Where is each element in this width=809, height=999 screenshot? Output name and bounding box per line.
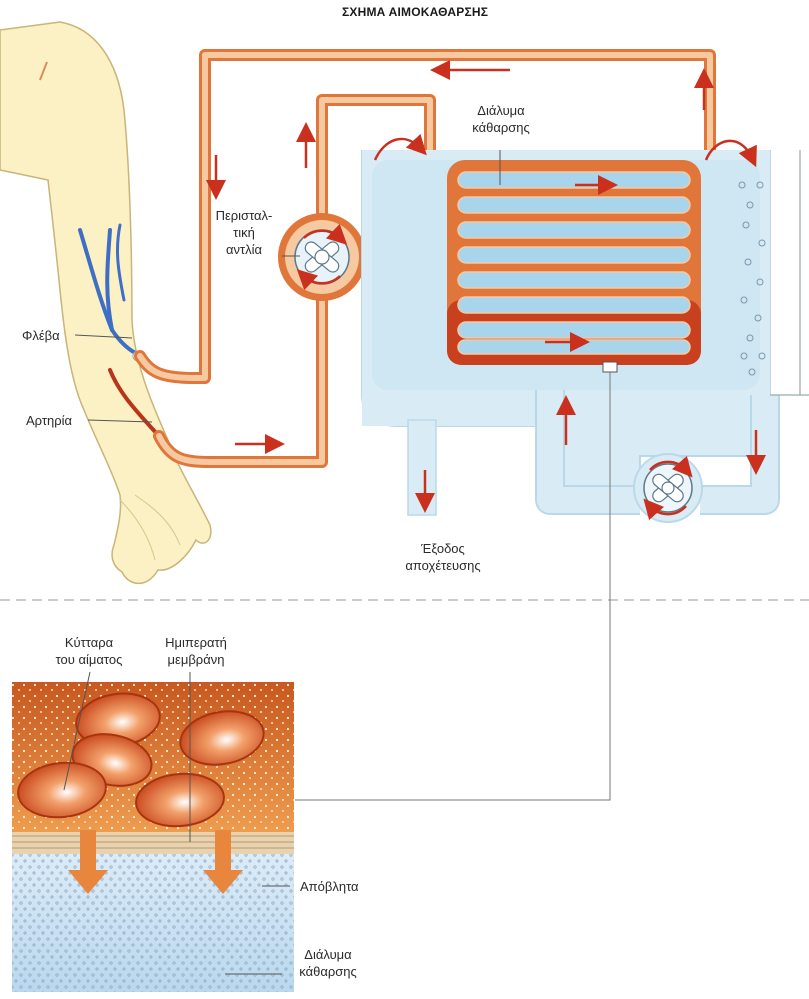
dialysate-label-bottom-line2: κάθαρσης bbox=[286, 963, 370, 980]
drain-label-line1: Έξοδος bbox=[388, 540, 498, 557]
dialysate-label-top-line2: κάθαρσης bbox=[456, 119, 546, 136]
membrane-label: Ημιπερατή μεμβράνη bbox=[148, 634, 244, 668]
drain-label-line2: αποχέτευσης bbox=[388, 557, 498, 574]
membrane-label-line2: μεμβράνη bbox=[148, 651, 244, 668]
pump-label-line2: τική bbox=[208, 224, 280, 241]
blood-cells-label: Κύτταρα του αίματος bbox=[34, 634, 144, 668]
blood-cells-label-line1: Κύτταρα bbox=[34, 634, 144, 651]
membrane-label-line1: Ημιπερατή bbox=[148, 634, 244, 651]
dialysate-label-bottom-line1: Διάλυμα bbox=[286, 946, 370, 963]
pump-label: Περισταλ- τική αντλία bbox=[208, 207, 280, 258]
artery-label: Αρτηρία bbox=[26, 412, 72, 429]
vein-label: Φλέβα bbox=[22, 327, 60, 344]
dialysate-label-bottom: Διάλυμα κάθαρσης bbox=[286, 946, 370, 980]
waste-label: Απόβλητα bbox=[300, 878, 359, 895]
dialysate-label-top-line1: Διάλυμα bbox=[456, 102, 546, 119]
arm-shape bbox=[0, 22, 211, 583]
diagram-title: ΣΧΗΜΑ ΑΙΜΟΚΑΘΑΡΣΗΣ bbox=[342, 5, 488, 19]
peristaltic-pump bbox=[278, 213, 366, 301]
drain-label: Έξοδος αποχέτευσης bbox=[388, 540, 498, 574]
dialyzer-coil bbox=[447, 160, 701, 372]
membrane-inset bbox=[12, 672, 294, 992]
blood-cells-label-line2: του αίματος bbox=[34, 651, 144, 668]
dialysate-label-top: Διάλυμα κάθαρσης bbox=[456, 102, 546, 136]
pump-label-line3: αντλία bbox=[208, 241, 280, 258]
pump-label-line1: Περισταλ- bbox=[208, 207, 280, 224]
dialysate-pump bbox=[634, 454, 702, 522]
